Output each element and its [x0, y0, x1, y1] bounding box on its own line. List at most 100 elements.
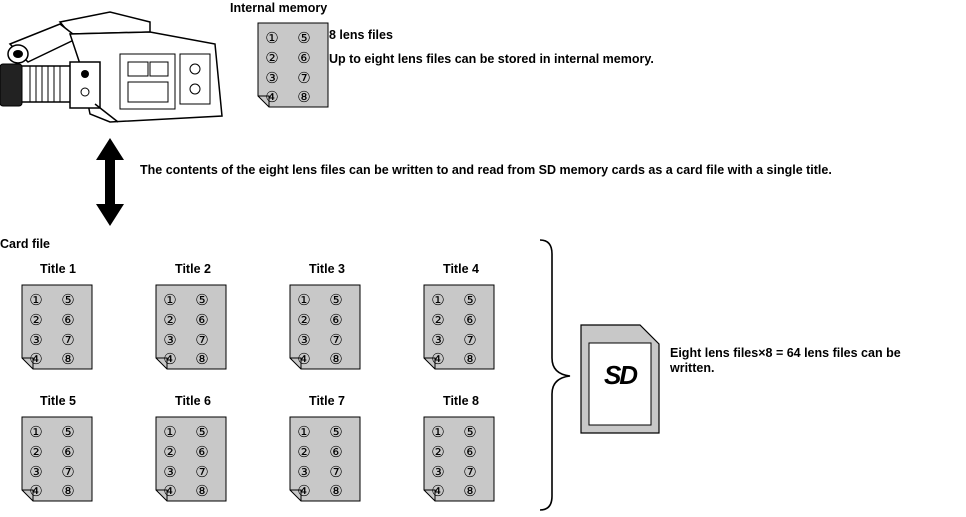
internal-description: Up to eight lens files can be stored in … — [329, 52, 654, 66]
internal-memory-heading: Internal memory — [230, 1, 328, 15]
lens-number: ⑥ — [329, 443, 343, 461]
lens-number: ⑥ — [195, 443, 209, 461]
title-label: Title 5 — [40, 394, 76, 408]
lens-number: ⑦ — [297, 69, 311, 87]
title-label: Title 2 — [175, 262, 211, 276]
title-label: Title 7 — [309, 394, 345, 408]
lens-number: ④ — [431, 482, 445, 500]
lens-number: ⑦ — [61, 331, 75, 349]
lens-number: ④ — [431, 350, 445, 368]
lens-number: ⑤ — [195, 291, 209, 309]
lens-number: ⑧ — [297, 88, 311, 106]
lens-number: ⑤ — [329, 423, 343, 441]
sd-capacity-line2: written. — [670, 361, 715, 375]
card-file-heading: Card file — [0, 237, 51, 251]
lens-number: ⑥ — [61, 311, 75, 329]
lens-number: ⑧ — [195, 482, 209, 500]
lens-number: ③ — [163, 463, 177, 481]
title-label: Title 1 — [40, 262, 76, 276]
lens-number: ⑤ — [195, 423, 209, 441]
title-label: Title 3 — [309, 262, 345, 276]
lens-number: ② — [163, 311, 177, 329]
lens-number: ⑥ — [463, 443, 477, 461]
lens-number: ③ — [265, 69, 279, 87]
sd-logo: SD — [603, 360, 638, 390]
lens-number: ⑦ — [195, 463, 209, 481]
lens-number: ⑥ — [329, 311, 343, 329]
lens-number: ① — [29, 291, 43, 309]
lens-number: ③ — [297, 463, 311, 481]
lens-number: ④ — [163, 482, 177, 500]
sd-capacity-line1: Eight lens files×8 = 64 lens files can b… — [670, 346, 901, 360]
lens-number: ③ — [431, 463, 445, 481]
lens-number: ⑦ — [195, 331, 209, 349]
camera-illustration — [0, 4, 225, 124]
lens-number: ② — [297, 443, 311, 461]
lens-number: ⑧ — [463, 350, 477, 368]
lens-number: ⑤ — [463, 291, 477, 309]
lens-number: ① — [163, 423, 177, 441]
lens-number: ② — [431, 311, 445, 329]
double-arrow-icon — [94, 138, 126, 226]
lens-number: ③ — [163, 331, 177, 349]
lens-number: ⑧ — [195, 350, 209, 368]
title-label: Title 8 — [443, 394, 479, 408]
lens-number: ⑦ — [61, 463, 75, 481]
lens-number: ② — [297, 311, 311, 329]
lens-number: ⑤ — [297, 29, 311, 47]
lens-number: ⑦ — [463, 331, 477, 349]
lens-number: ① — [297, 291, 311, 309]
lens-number: ⑧ — [61, 482, 75, 500]
internal-lens-sheet: ① ② ③ ④ ⑤ ⑥ ⑦ ⑧ — [257, 22, 329, 108]
sd-card-icon: SD — [580, 324, 660, 434]
lens-number: ④ — [297, 350, 311, 368]
lens-number: ⑤ — [463, 423, 477, 441]
title-label: Title 4 — [443, 262, 479, 276]
lens-number: ⑧ — [463, 482, 477, 500]
lens-number: ⑥ — [195, 311, 209, 329]
lens-number: ⑤ — [61, 423, 75, 441]
lens-number: ① — [431, 291, 445, 309]
lens-number: ③ — [297, 331, 311, 349]
lens-number: ② — [431, 443, 445, 461]
lens-number: ⑥ — [297, 49, 311, 67]
lens-number: ⑥ — [463, 311, 477, 329]
title-label: Title 6 — [175, 394, 211, 408]
transfer-note: The contents of the eight lens files can… — [140, 163, 832, 177]
curly-brace — [538, 238, 578, 512]
lens-number: ④ — [163, 350, 177, 368]
lens-number: ⑦ — [329, 331, 343, 349]
lens-number: ⑦ — [329, 463, 343, 481]
lens-number: ① — [265, 29, 279, 47]
lens-number: ⑧ — [329, 350, 343, 368]
lens-number: ② — [265, 49, 279, 67]
lens-number: ① — [297, 423, 311, 441]
lens-number: ④ — [265, 88, 279, 106]
lens-number: ② — [29, 443, 43, 461]
lens-number: ① — [163, 291, 177, 309]
internal-count-label: 8 lens files — [329, 28, 393, 42]
lens-number: ⑦ — [463, 463, 477, 481]
lens-number: ④ — [29, 350, 43, 368]
lens-number: ③ — [431, 331, 445, 349]
lens-number: ⑧ — [61, 350, 75, 368]
lens-number: ② — [163, 443, 177, 461]
lens-number: ④ — [29, 482, 43, 500]
lens-number: ② — [29, 311, 43, 329]
lens-number: ⑧ — [329, 482, 343, 500]
lens-number: ⑤ — [61, 291, 75, 309]
lens-number: ③ — [29, 331, 43, 349]
lens-number: ③ — [29, 463, 43, 481]
lens-number: ⑤ — [329, 291, 343, 309]
lens-number: ④ — [297, 482, 311, 500]
lens-number: ① — [431, 423, 445, 441]
lens-number: ① — [29, 423, 43, 441]
